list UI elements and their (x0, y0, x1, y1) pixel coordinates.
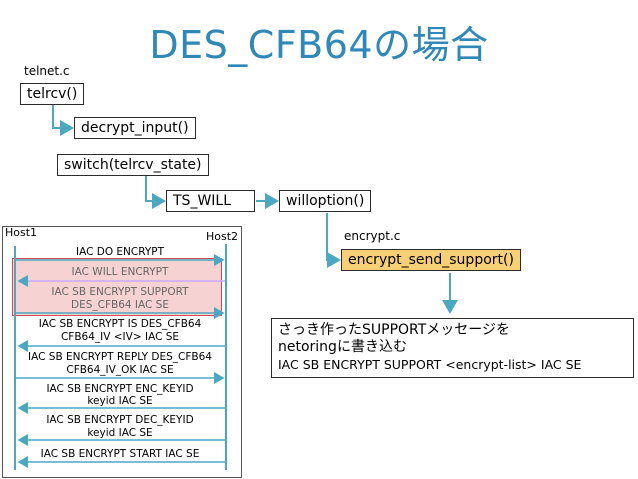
msg-label-3a: IAC SB ENCRYPT SUPPORT (51, 286, 189, 298)
msg-label-6a: IAC SB ENCRYPT ENC_KEYID (46, 383, 194, 395)
willoption-box: willoption() (279, 190, 372, 212)
slide-title: DES_CFB64の場合 (149, 23, 489, 67)
msg-label-8: IAC SB ENCRYPT START IAC SE (40, 448, 200, 460)
switch-box: switch(telrcv_state) (57, 154, 209, 176)
msg-label-3b: DES_CFB64 IAC SE (71, 299, 169, 311)
msg-label-4a: IAC SB ENCRYPT IS DES_CFB64 (38, 318, 202, 330)
msg-label-7a: IAC SB ENCRYPT DEC_KEYID (46, 414, 194, 426)
arrow-telrcv-to-decrypt (52, 104, 74, 136)
file-label-telnet: telnet.c (24, 64, 70, 78)
host1-label: Host1 (5, 226, 38, 239)
msg-label-6b: keyid IAC SE (87, 395, 153, 407)
note-line-3: IAC SB ENCRYPT SUPPORT <encrypt-list> IA… (278, 357, 582, 372)
highlight-region (12, 258, 222, 316)
msg-label-5b: CFB64_IV_OK IAC SE (66, 364, 174, 376)
msg-label-5a: IAC SB ENCRYPT REPLY DES_CFB64 (28, 351, 212, 363)
note-line-2: netoringに書き込む (278, 339, 407, 355)
host2-label: Host2 (206, 230, 239, 243)
ts-will-box: TS_WILL (166, 190, 255, 212)
telrcv-box: telrcv() (20, 83, 85, 105)
msg-label-4b: CFB64_IV <IV> IAC SE (60, 331, 180, 343)
arrow-willoption-to-send-support (326, 213, 341, 268)
note-box: さっき作ったSUPPORTメッセージを netoringに書き込む IAC SB… (271, 318, 634, 378)
file-label-encrypt: encrypt.c (344, 229, 401, 243)
msg-label-7b: keyid IAC SE (87, 427, 153, 439)
msg-label-1: IAC DO ENCRYPT (75, 246, 165, 258)
note-line-1: さっき作ったSUPPORTメッセージを (278, 322, 511, 338)
decrypt-input-box: decrypt_input() (74, 117, 196, 139)
arrow-switch-to-tswill (145, 175, 166, 209)
msg-label-2: IAC WILL ENCRYPT (71, 266, 169, 278)
encrypt-send-support-box: encrypt_send_support() (341, 249, 521, 271)
